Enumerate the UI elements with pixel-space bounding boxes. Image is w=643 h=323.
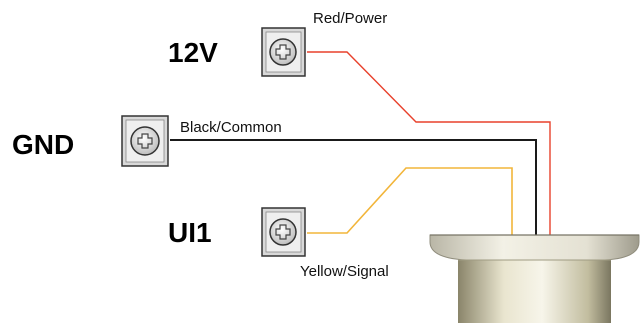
- wire-black: [170, 139, 537, 235]
- wire-label-red: Red/Power: [313, 10, 387, 27]
- wire-yellow: [307, 167, 513, 235]
- screw-terminal-icon: [269, 38, 297, 66]
- sensor-icon: [429, 234, 640, 323]
- terminal-label-12v: 12V: [168, 37, 218, 68]
- terminal-label-ui1: UI1: [168, 217, 212, 248]
- terminal-label-gnd: GND: [12, 129, 74, 160]
- terminal-12v: [261, 27, 306, 77]
- terminal-gnd: [121, 115, 169, 167]
- wire-red: [307, 51, 551, 235]
- screw-terminal-icon: [130, 126, 160, 156]
- wire-label-black: Black/Common: [180, 119, 282, 136]
- terminal-ui1: [261, 207, 306, 257]
- screw-terminal-icon: [269, 218, 297, 246]
- wire-label-yellow: Yellow/Signal: [300, 263, 389, 280]
